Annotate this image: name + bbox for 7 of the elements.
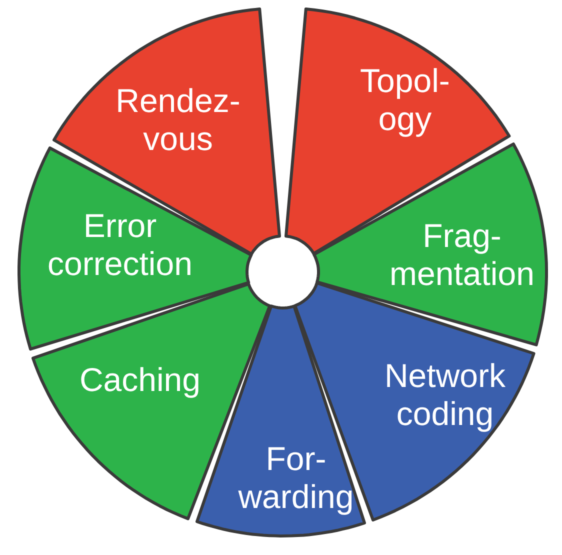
segment-label: Network coding [383, 357, 506, 433]
segment-label: Rendez- vous [114, 82, 242, 158]
segment-label: Caching [78, 361, 202, 399]
segment-label: For- warding [237, 440, 355, 516]
segment-label: Frag- mentation [388, 217, 536, 293]
segment-label: Error correction [46, 207, 194, 283]
segment-label: Topol- ogy [359, 62, 451, 138]
